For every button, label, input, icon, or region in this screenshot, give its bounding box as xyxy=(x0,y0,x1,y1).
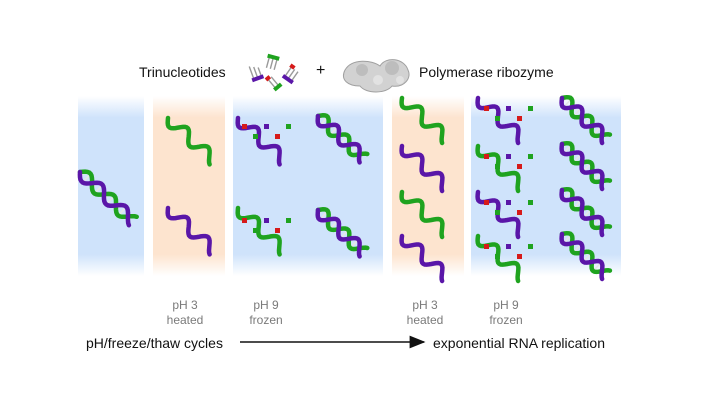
rna-strands xyxy=(77,94,613,284)
trinucleotide-marker xyxy=(264,218,269,223)
trinucleotide-marker xyxy=(275,228,280,233)
trinucleotide-marker xyxy=(242,218,247,223)
rna-strand-green xyxy=(315,207,370,252)
hot-band xyxy=(153,96,225,276)
hot-band xyxy=(392,96,464,276)
condition-state: heated xyxy=(406,313,444,327)
condition-ph: pH 3 xyxy=(172,298,198,312)
trinucleotide-marker xyxy=(484,200,489,205)
rna-strand-green xyxy=(559,140,613,185)
trinucleotide-marker xyxy=(286,124,291,129)
rna-strand-purple xyxy=(559,187,605,238)
replication-label: exponential RNA replication xyxy=(433,335,605,351)
trinucleotide-marker xyxy=(484,154,489,159)
rna-strand-purple xyxy=(315,113,362,165)
trinucleotide-marker xyxy=(253,228,258,233)
trinucleotide-marker xyxy=(242,124,247,129)
trinucleotide-marker xyxy=(506,244,511,249)
rna-strand-purple xyxy=(399,143,445,194)
trinucleotide-marker xyxy=(484,106,489,111)
trinucleotide-marker xyxy=(517,210,522,215)
condition-label-1: pH 3 heated xyxy=(155,298,215,328)
rna-strand-purple xyxy=(165,205,212,257)
condition-state: frozen xyxy=(249,313,283,327)
rna-strand-green xyxy=(559,230,613,275)
trinucleotide-marker xyxy=(275,134,280,139)
trinucleotide-marker xyxy=(517,254,522,259)
rna-strand-green xyxy=(315,113,370,158)
trinucleotide-marker xyxy=(528,106,533,111)
condition-ph: pH 3 xyxy=(412,298,438,312)
rna-strand-purple xyxy=(559,95,605,146)
rna-strand-purple xyxy=(77,169,132,228)
trinucleotide-marker xyxy=(286,218,291,223)
rna-strand-purple xyxy=(399,233,445,284)
rna-strand-green xyxy=(399,189,445,240)
condition-ph: pH 9 xyxy=(253,298,279,312)
polymerase-ribozyme-label: Polymerase ribozyme xyxy=(419,64,554,80)
trinucleotide-marker xyxy=(517,116,522,121)
cycle-label: pH/freeze/thaw cycles xyxy=(86,335,223,351)
rna-strand-purple xyxy=(559,141,605,192)
rna-strand-green xyxy=(559,94,613,139)
condition-label-4: pH 9 frozen xyxy=(476,298,536,328)
trinucleotides-icon xyxy=(248,53,299,92)
plus-sign: + xyxy=(316,62,326,79)
rna-strand-purple xyxy=(559,231,605,282)
condition-state: heated xyxy=(166,313,204,327)
trinucleotide-marker xyxy=(495,164,500,169)
rna-strand-green xyxy=(559,186,613,231)
condition-ph: pH 9 xyxy=(493,298,519,312)
trinucleotide-marker xyxy=(528,154,533,159)
trinucleotides-label: Trinucleotides xyxy=(139,64,226,80)
trinucleotide-marker xyxy=(495,116,500,121)
trinucleotide-marker xyxy=(495,210,500,215)
condition-label-3: pH 3 heated xyxy=(395,298,455,328)
trinucleotide-marker xyxy=(517,164,522,169)
trinucleotide-marker xyxy=(253,134,258,139)
trinucleotide-marker xyxy=(264,124,269,129)
rna-strand-green xyxy=(165,115,212,167)
rna-strand-purple xyxy=(315,207,362,259)
condition-label-2: pH 9 frozen xyxy=(236,298,296,328)
rna-strand-green xyxy=(399,95,445,146)
trinucleotide-marker xyxy=(495,254,500,259)
trinucleotide-marker xyxy=(528,244,533,249)
trinucleotide-marker xyxy=(528,200,533,205)
trinucleotide-marker xyxy=(506,106,511,111)
trinucleotide-marker xyxy=(506,200,511,205)
condition-state: frozen xyxy=(489,313,523,327)
rna-strand-green xyxy=(77,169,139,220)
cold-band xyxy=(78,96,144,276)
polymerase-ribozyme-icon xyxy=(343,59,410,93)
trinucleotide-marker xyxy=(506,154,511,159)
trinucleotide-marker xyxy=(484,244,489,249)
